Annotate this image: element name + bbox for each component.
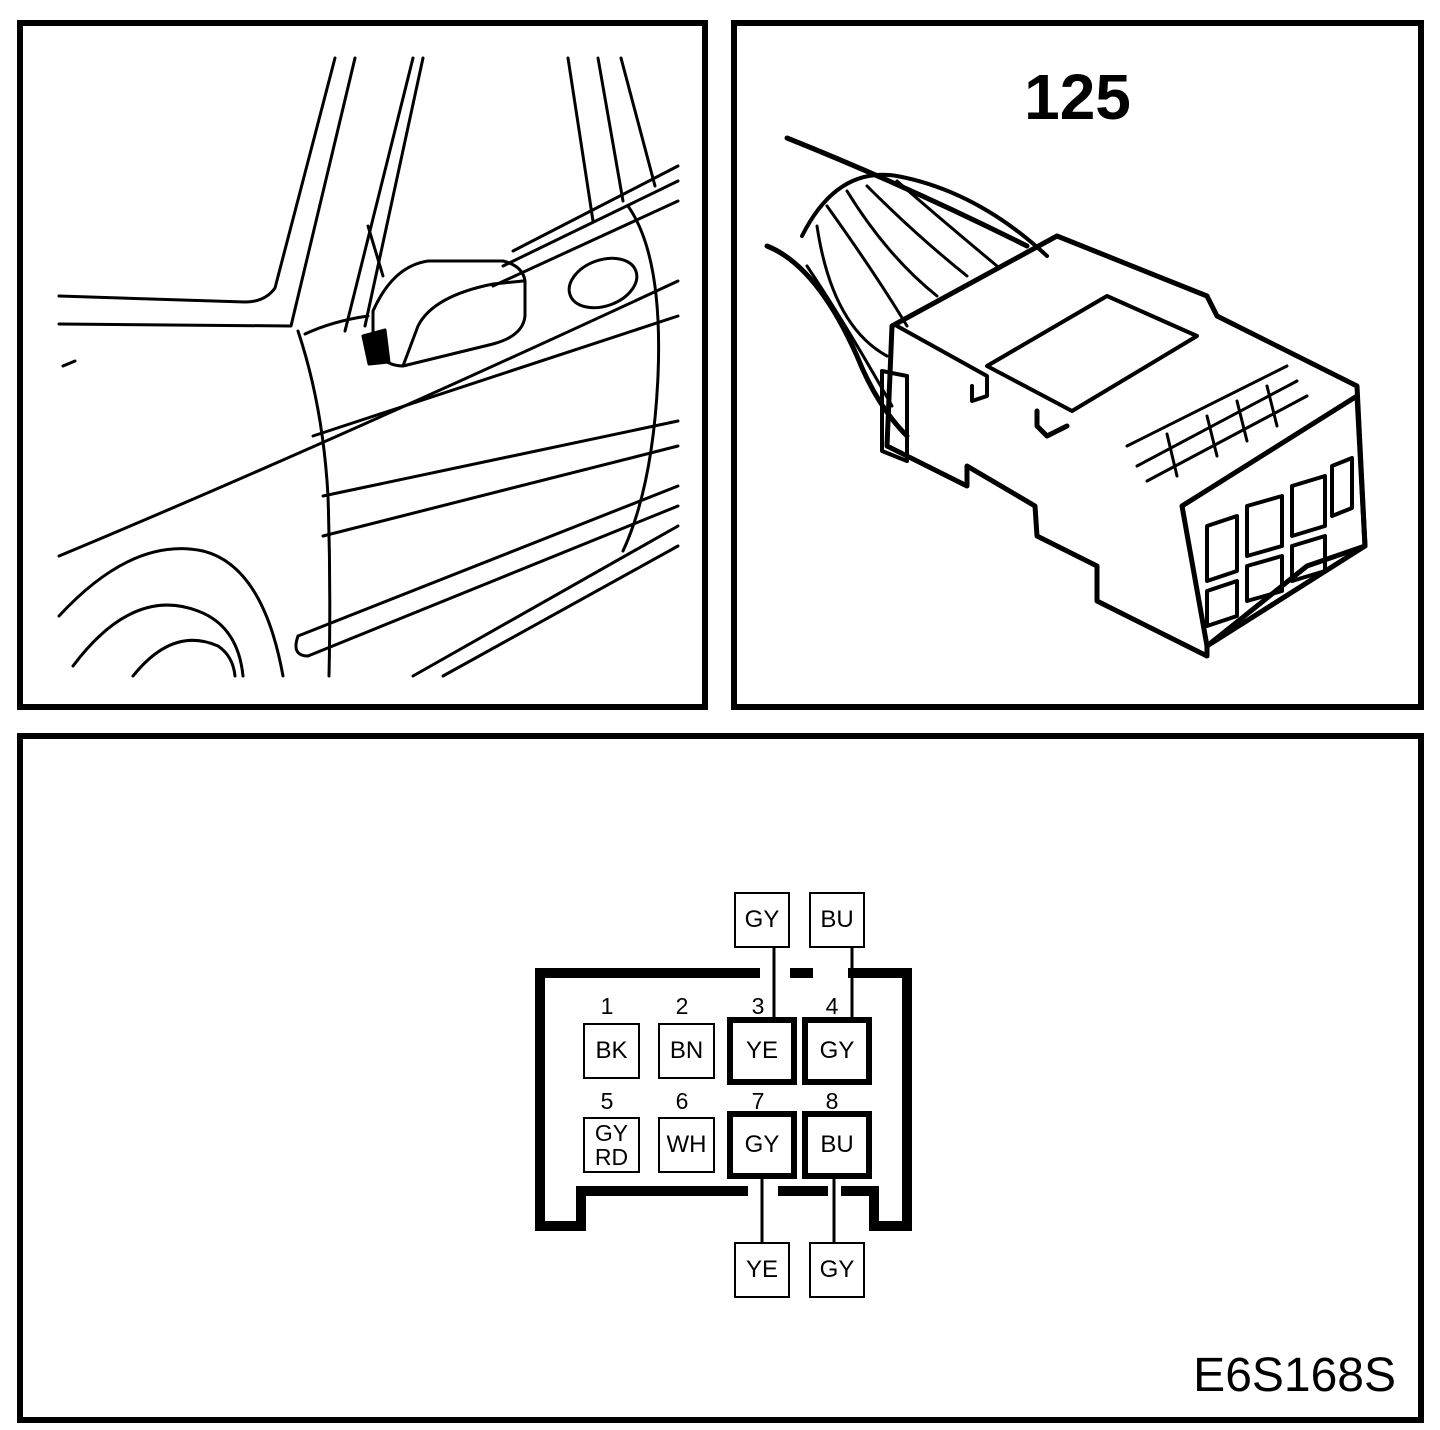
pin-number: 5 xyxy=(600,1088,614,1114)
car-door-mirror-illustration xyxy=(57,56,680,678)
pinout-panel: GY BU YE GY 1 2 3 4 5 6 7 8 BK BN YE GY … xyxy=(17,733,1424,1423)
connector-3d-illustration xyxy=(764,135,1368,659)
pin-2-color: BN xyxy=(658,1023,715,1079)
wire-label-bottom-pin7: YE xyxy=(734,1242,790,1298)
pin-5-color-1: GY xyxy=(594,1120,629,1146)
pin-number: 3 xyxy=(751,993,765,1019)
pin-number: 2 xyxy=(675,993,689,1019)
pin-number: 4 xyxy=(825,993,839,1019)
wire-label-top-pin3: GY xyxy=(734,892,790,948)
wire-label-bottom-pin8: GY xyxy=(809,1242,865,1298)
pin-6-color: WH xyxy=(658,1117,715,1173)
figure-code: E6S168S xyxy=(1193,1349,1396,1402)
pin-3-color: YE xyxy=(727,1017,797,1085)
wire-label-top-pin4: BU xyxy=(809,892,865,948)
pin-8-color: BU xyxy=(802,1111,872,1179)
pin-1-color: BK xyxy=(583,1023,640,1079)
connector-outline xyxy=(535,941,912,1245)
pin-7-color: GY xyxy=(727,1111,797,1179)
pin-number: 7 xyxy=(751,1088,765,1114)
connector-number: 125 xyxy=(1024,61,1131,133)
connector-view-panel: 125 xyxy=(731,20,1424,710)
car-location-panel xyxy=(17,20,708,710)
pin-5-color: GY RD xyxy=(583,1117,640,1173)
pin-4-color: GY xyxy=(802,1017,872,1085)
pin-number: 6 xyxy=(675,1088,689,1114)
pin-number: 8 xyxy=(825,1088,839,1114)
pin-5-color-2: RD xyxy=(594,1144,629,1170)
pin-number: 1 xyxy=(600,993,614,1019)
